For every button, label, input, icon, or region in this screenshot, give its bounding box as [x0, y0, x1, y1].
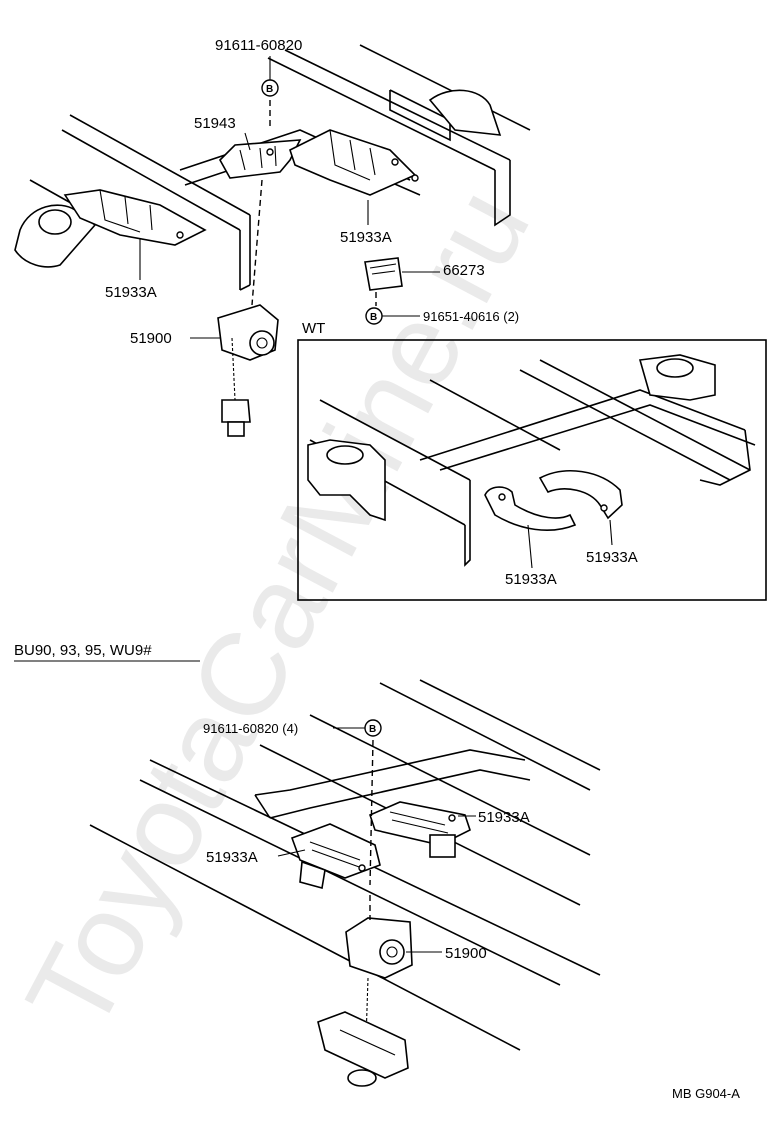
- label-91611-60820: 91611-60820: [215, 37, 302, 54]
- bolt-marker-top: B: [261, 79, 279, 97]
- label-wt-51933a-left: 51933A: [505, 571, 557, 588]
- label-51943: 51943: [194, 115, 236, 132]
- svg-text:B: B: [266, 84, 273, 95]
- label-51900-top: 51900: [130, 330, 172, 347]
- wt-bracket-right: [538, 470, 623, 520]
- bracket-51933a-bottom-left: [290, 823, 381, 890]
- label-51933a-top-right: 51933A: [340, 229, 392, 246]
- bracket-51943: [219, 139, 302, 179]
- bracket-51933a-top-left: [63, 189, 207, 246]
- svg-text:B: B: [370, 312, 377, 323]
- clip-66273: [364, 257, 403, 291]
- alignment-line: [251, 179, 263, 306]
- wt-frame: [307, 354, 756, 567]
- watermark: ToyotaCarMine.ru: [1, 168, 555, 1052]
- label-91651-40616: 91651-40616 (2): [423, 309, 519, 324]
- svg-text:B: B: [369, 724, 376, 735]
- top-frame: [14, 44, 531, 291]
- wt-inset-frame: [297, 339, 767, 601]
- label-51900-bottom: 51900: [445, 945, 487, 962]
- carrier-51900-top: [217, 304, 279, 437]
- bracket-51933a-top-right: [289, 129, 419, 196]
- label-51933a-bottom-left: 51933A: [206, 849, 258, 866]
- wt-inset-title: WT: [302, 320, 325, 337]
- bolt-marker-lower: B: [365, 307, 383, 325]
- label-66273: 66273: [443, 262, 485, 279]
- label-51933a-top-left: 51933A: [105, 284, 157, 301]
- alignment-line: [369, 739, 374, 886]
- figure-code: MB G904-A: [672, 1086, 740, 1101]
- bracket-51933a-bottom-right: [369, 801, 471, 858]
- label-91611-60820-4: 91611-60820 (4): [203, 721, 298, 736]
- wt-bracket-left: [484, 486, 577, 531]
- section-title-bottom: BU90, 93, 95, WU9#: [14, 642, 152, 659]
- bolt-marker-bottom: B: [364, 719, 382, 737]
- carrier-51900-bottom: [317, 917, 413, 1087]
- label-wt-51933a-right: 51933A: [586, 549, 638, 566]
- label-51933a-bottom-right: 51933A: [478, 809, 530, 826]
